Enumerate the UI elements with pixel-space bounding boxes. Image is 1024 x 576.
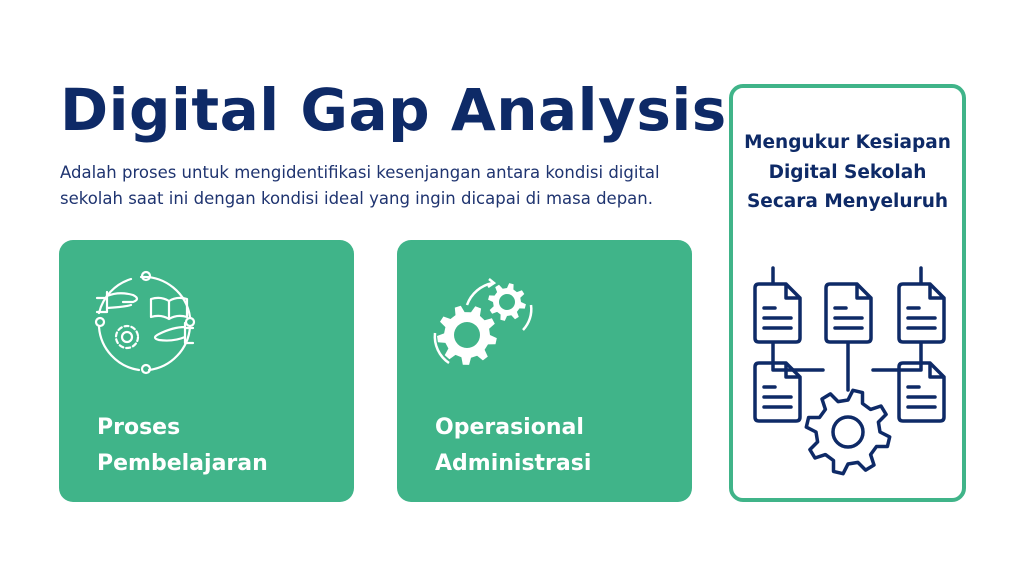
- card-label: Operasional Administrasi: [435, 415, 592, 476]
- documents-gear-network-icon: [753, 266, 946, 476]
- gear-icon: [804, 388, 892, 476]
- card-operasional-administrasi: Operasional Administrasi: [397, 240, 692, 502]
- description: Adalah proses untuk mengidentifikasi kes…: [60, 163, 660, 208]
- document-icon: [897, 282, 946, 344]
- learning-cycle-icon: [94, 270, 196, 375]
- gears-icon: [433, 278, 533, 365]
- page-title: Digital Gap Analysis: [60, 76, 727, 144]
- document-icon: [897, 361, 946, 423]
- panel-title: Mengukur Kesiapan Digital Sekolah Secara…: [744, 132, 951, 212]
- card-label: Proses Pembelajaran: [97, 415, 268, 476]
- card-proses-pembelajaran: Proses Pembelajaran: [59, 240, 354, 502]
- document-icon: [753, 361, 802, 423]
- document-icon: [824, 282, 873, 344]
- summary-panel: Mengukur Kesiapan Digital Sekolah Secara…: [729, 84, 966, 502]
- document-icon: [753, 282, 802, 344]
